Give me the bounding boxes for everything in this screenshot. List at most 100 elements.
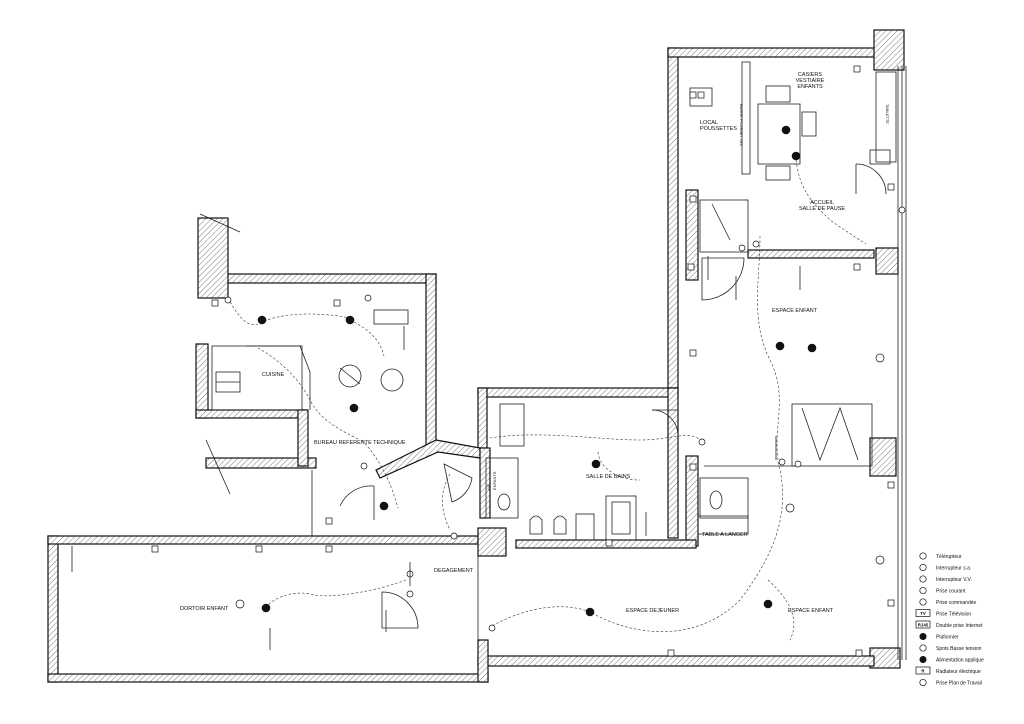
prise-courant-icon	[689, 349, 697, 357]
interrupteur-icon	[224, 296, 232, 304]
label-line: CASIERS	[798, 72, 822, 78]
wall-south	[477, 655, 875, 667]
wall-wc-west	[479, 447, 491, 519]
break-line-top	[199, 213, 241, 233]
legend-box-label: RJ45	[918, 623, 929, 628]
door-swing-local	[701, 257, 745, 301]
plafonnier-icon	[261, 603, 271, 613]
legend-item: Prise courant	[919, 586, 966, 595]
label-cuisine: CUISINE	[262, 372, 285, 378]
prise-courant-icon	[687, 263, 695, 271]
prise-courant-icon	[333, 299, 341, 307]
prise-commandee-icon	[919, 598, 927, 606]
spots-icon	[785, 503, 795, 513]
plafonnier-icon	[591, 459, 601, 469]
interrupteur-icon	[738, 244, 746, 252]
cuisine-edge	[246, 345, 311, 410]
circuit-8	[265, 579, 407, 609]
plafonnier-icon	[349, 403, 359, 413]
label-line: VESTIAIRE	[796, 78, 825, 84]
spots-icon	[235, 599, 245, 609]
prise-courant-icon	[689, 463, 697, 471]
urinal-2	[553, 515, 567, 535]
label-line: SALLE DE PAUSE	[799, 206, 845, 212]
legend-label: Prise courant	[936, 588, 966, 594]
plafonnier-icon	[379, 501, 389, 511]
prise-courant-icon	[689, 195, 697, 203]
label-line: POUSSETTES	[700, 126, 737, 132]
prise-courant-icon	[887, 481, 895, 489]
wall-east-wing-west	[667, 47, 679, 389]
legend-label: Prise Plan de Travail	[936, 680, 982, 686]
legend-item: Interrupteur V.V.	[919, 575, 972, 583]
interrupteur-icon	[698, 438, 706, 446]
spots-icon	[875, 353, 885, 363]
label-degagement: DEGAGEMENT	[434, 568, 474, 574]
outer-walls	[47, 29, 907, 683]
label-dortoir: DORTOIR ENFANT	[180, 606, 229, 612]
plafonnier-icon	[919, 632, 927, 640]
door-swing-bureau	[339, 485, 375, 507]
prise-courant-icon	[919, 586, 927, 595]
interrupteur-icon	[898, 206, 906, 214]
wall-cuisine-south	[195, 409, 307, 419]
bureau-desk	[373, 309, 409, 325]
prise-courant-icon	[325, 545, 333, 553]
wall-top-wing-north	[667, 47, 879, 58]
wall-east-wing-west-lower	[667, 387, 679, 539]
label-espace-enfant-bottom: ESPACE ENFANT	[788, 608, 834, 614]
circuit-2	[257, 347, 361, 441]
door-swing-dortoir	[381, 591, 419, 629]
legend-box	[915, 609, 931, 617]
legend-label: Spots Basse tension	[936, 646, 982, 652]
wall-accueil-south	[747, 249, 875, 259]
door-swing-accueil	[855, 163, 887, 195]
electrical-symbols	[151, 65, 906, 657]
plafonnier-icon	[763, 599, 773, 609]
label-salle-de-bains: SALLE DE BAINS	[586, 474, 631, 480]
plafonnier-icon	[585, 607, 595, 617]
tablette-furniture	[875, 71, 897, 163]
wall-pillar-lower	[869, 437, 897, 477]
prise-courant-icon	[211, 299, 219, 307]
platform-zigzag	[801, 406, 859, 462]
interrupteur-icon	[360, 462, 368, 470]
prise-courant-icon	[697, 91, 705, 99]
interrupteur-icon	[752, 240, 760, 248]
accueil-chair-right	[801, 111, 817, 137]
prise-courant-icon	[887, 599, 895, 607]
label-line: ENFANTS	[797, 84, 823, 90]
wc-stall	[485, 457, 519, 519]
wall-local-east	[685, 189, 699, 281]
sink-unit-1	[575, 513, 595, 541]
label-table-a-langer: TABLE A LANGER	[702, 532, 748, 538]
wall-bureau-sw	[205, 457, 317, 469]
interrupteur-icon	[778, 458, 786, 466]
wall-dortoir-west	[47, 535, 59, 683]
interrupteur-icon	[406, 590, 414, 598]
legend-label: Plafonnier	[936, 634, 959, 640]
local-shelf	[699, 199, 749, 253]
legend-label: Interrupteur V.V.	[936, 577, 972, 583]
legend-label: Alimentation applique	[936, 657, 984, 663]
prise-courant-icon	[325, 517, 333, 525]
label-line: ENFANTS	[492, 471, 497, 490]
plafonnier-icon	[257, 315, 267, 325]
label-line: WC	[486, 483, 491, 490]
plafonnier-icon	[345, 315, 355, 325]
interrupteur-sa-icon	[919, 563, 927, 572]
wall-bureau-west-lower	[297, 409, 309, 467]
wc-bowl	[497, 493, 511, 511]
bureau-chair-2	[380, 368, 404, 392]
legend-label: Interrupteur s.a.	[936, 565, 971, 571]
legend-box-label: TV	[920, 611, 926, 616]
interrupteur-vv-icon	[919, 575, 927, 583]
legend-item: Prise commandée	[919, 598, 977, 606]
applique-icon	[919, 655, 927, 663]
circuit-11	[442, 473, 451, 531]
wall-pillar-degagement	[477, 527, 507, 557]
